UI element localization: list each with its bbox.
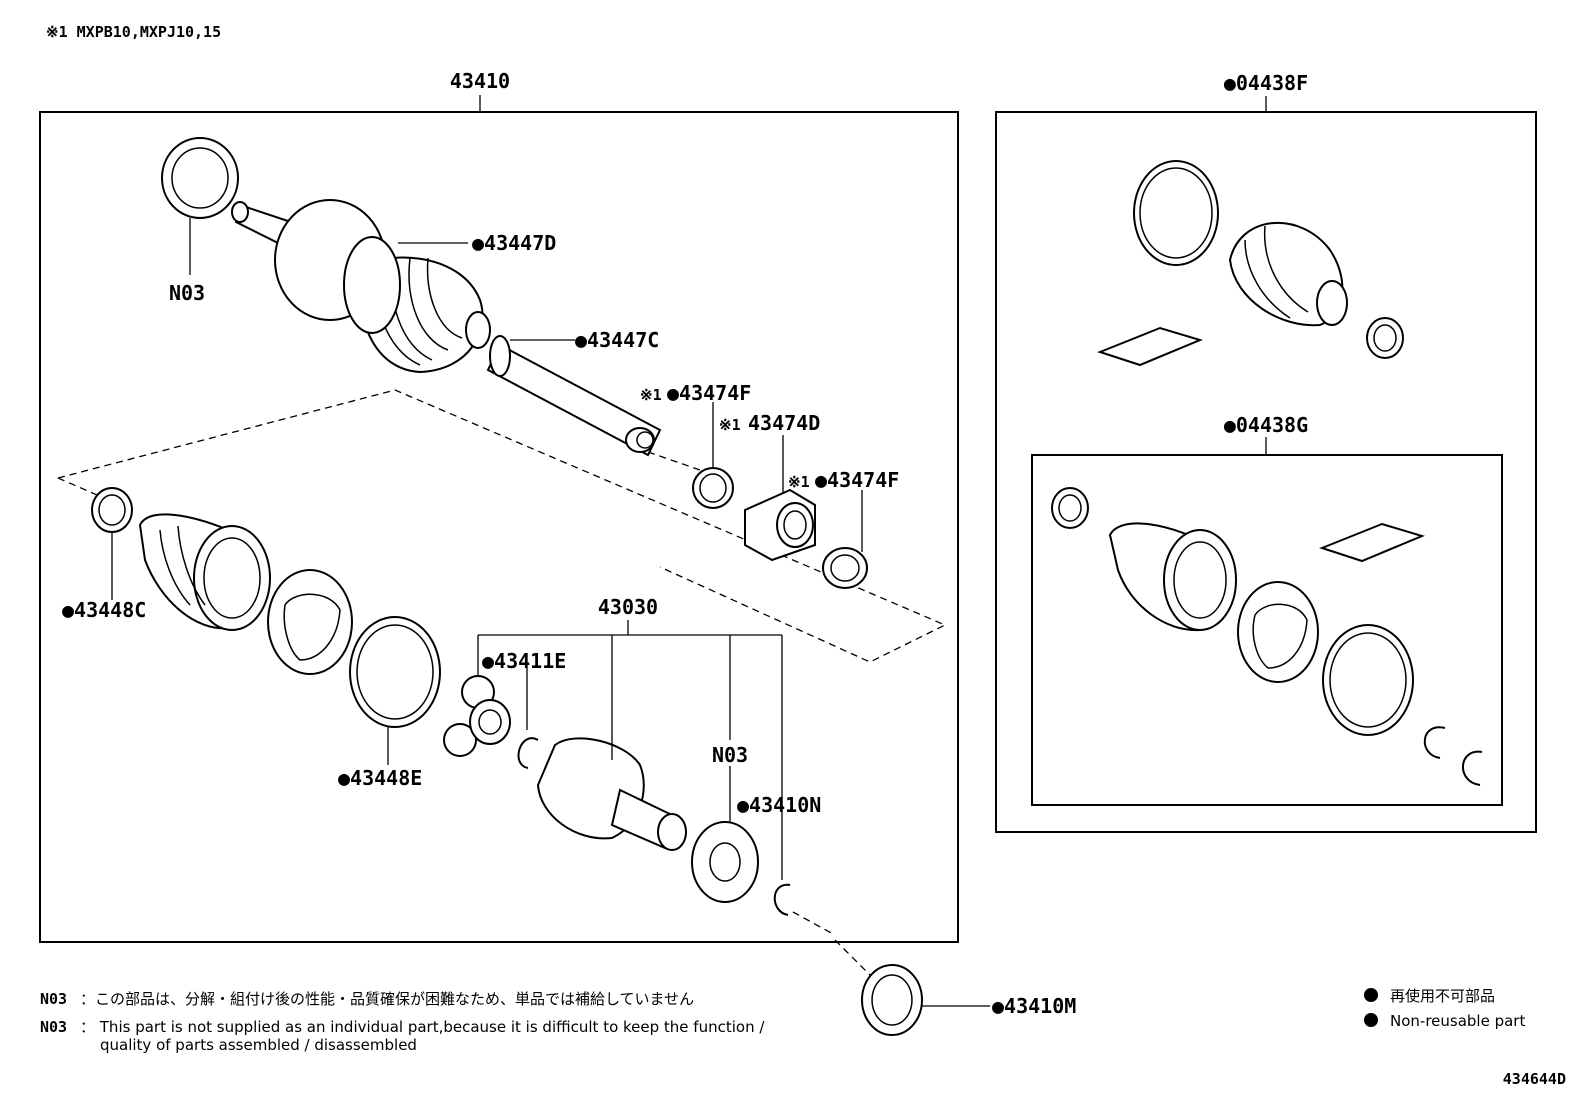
kit-f-grease-pack <box>1097 326 1203 367</box>
kit-f-large-band <box>1133 160 1219 266</box>
seal-ring-n03 <box>161 137 239 219</box>
seal-axis-dash <box>792 911 836 936</box>
callout-04438g: ●04438G <box>1224 413 1308 437</box>
snap-ring-43411e <box>517 737 539 769</box>
boot-band-43448e <box>349 616 441 728</box>
clamp-43447c <box>489 335 511 377</box>
callout-43447c: ●43447C <box>575 328 659 352</box>
kit-g-boot <box>1108 522 1237 632</box>
damper-clamp-1 <box>692 467 734 509</box>
inboard-boot <box>138 513 271 631</box>
legend-en: Non-reusable part <box>1390 1012 1525 1030</box>
shaft-axis-dash <box>647 451 701 471</box>
callout-43448e: ●43448E <box>338 766 422 790</box>
boot-kit-outer-frame <box>995 111 1537 833</box>
kit-g-snap-ring-1 <box>1423 726 1446 759</box>
callout-damper-clamp-2: ●43474F <box>815 468 899 492</box>
kit-g-small-clamp <box>1051 487 1089 529</box>
callout-damper-clamp-1-prefix: ※1 <box>640 386 662 404</box>
callout-n03-top: N03 <box>169 281 205 305</box>
callout-04438f: ●04438F <box>1224 71 1308 95</box>
clamp-43447d <box>343 236 401 334</box>
note-n03-code-jp: N03 <box>40 990 67 1008</box>
callout-n03-mid: N03 <box>712 743 748 767</box>
dynamic-damper <box>744 488 816 562</box>
callout-damper-clamp-1: ●43474F <box>667 381 751 405</box>
diagram-code: 434644D <box>1503 1070 1566 1088</box>
callout-43030: 43030 <box>598 595 658 619</box>
callout-43447d: ●43447D <box>472 231 556 255</box>
callout-damper-prefix: ※1 <box>719 416 741 434</box>
tripod-joint <box>443 675 511 757</box>
kit-g-large-band <box>1322 624 1414 736</box>
callout-43410m: ●43410M <box>992 994 1076 1018</box>
note-n03-en-line1: ： This part is not supplied as an indivi… <box>80 1018 765 1036</box>
boot-kit-inner-frame <box>1031 454 1503 806</box>
callout-43448c: ●43448C <box>62 598 146 622</box>
oil-seal-43410m <box>861 964 923 1036</box>
callout-43410n: ●43410N <box>737 793 821 817</box>
callout-43411e: ●43411E <box>482 649 566 673</box>
kit-g-grease-pack <box>1319 522 1425 563</box>
callout-damper: 43474D <box>748 411 820 435</box>
seal-axis-dash-2 <box>834 939 871 976</box>
note-n03-code-en: N03 <box>40 1018 67 1036</box>
callout-assembly: 43410 <box>450 69 510 93</box>
kit-f-boot <box>1228 221 1348 327</box>
damper-clamp-2 <box>822 547 868 589</box>
note-n03-en-line2: quality of parts assembled / disassemble… <box>100 1036 417 1054</box>
callout-damper-clamp-2-prefix: ※1 <box>788 473 810 491</box>
legend-jp: 再使用不可部品 <box>1390 987 1495 1005</box>
exploded-outline <box>57 389 947 663</box>
seal-washer-n03 <box>691 821 759 903</box>
boot-spacer-ring <box>267 569 353 675</box>
kit-g-spacer-ring <box>1237 581 1319 683</box>
boot-clamp-43448c <box>91 487 133 533</box>
legend-dot-icon-jp <box>1364 988 1378 1002</box>
circlip-43410n <box>773 883 791 916</box>
kit-f-small-clamp <box>1366 317 1404 359</box>
kit-g-snap-ring-2 <box>1462 750 1483 786</box>
note-n03-jp: ：この部品は、分解・組付け後の性能・品質確保が困難なため、単品では補給していませ… <box>80 990 694 1008</box>
header-note: ※1 MXPB10,MXPJ10,15 <box>46 23 221 41</box>
assembly-frame <box>39 95 959 943</box>
drive-shaft <box>231 199 662 457</box>
legend-dot-icon-en <box>1364 1013 1378 1027</box>
inboard-joint-housing <box>536 737 687 851</box>
